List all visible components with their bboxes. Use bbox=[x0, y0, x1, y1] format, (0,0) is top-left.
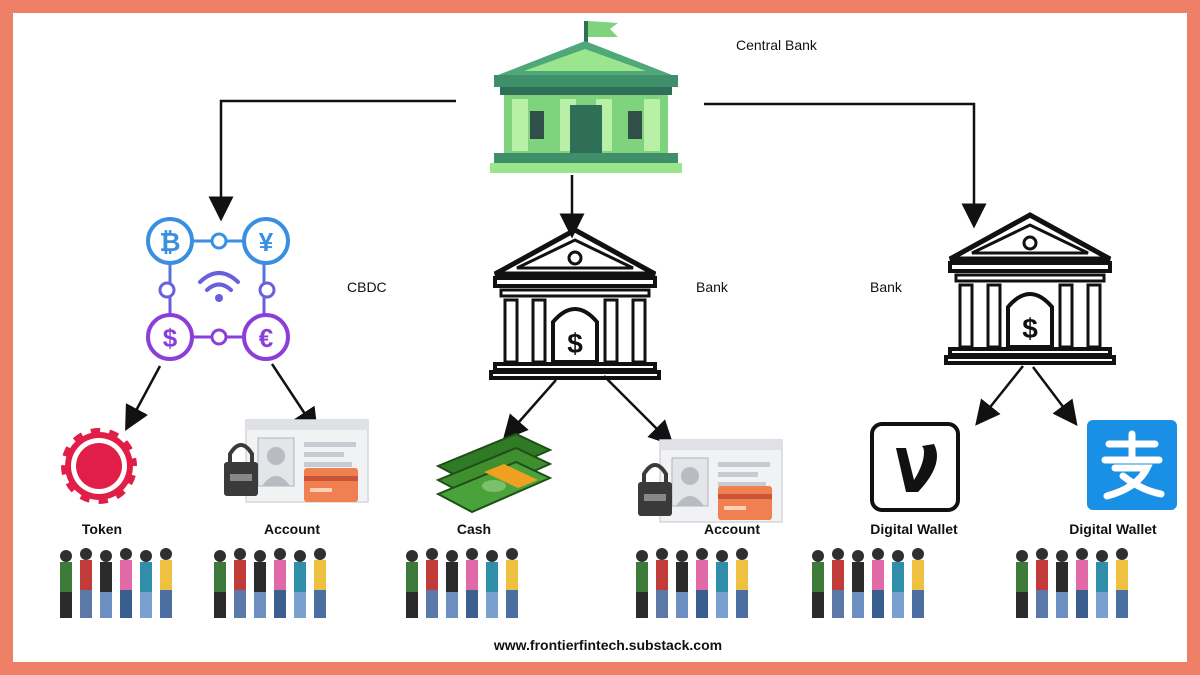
svg-text:€: € bbox=[259, 323, 273, 353]
label-cash: Cash bbox=[457, 521, 491, 537]
label-bank-right: Bank bbox=[870, 279, 903, 295]
account-id-card-icon-2 bbox=[638, 439, 783, 523]
label-bank-left: Bank bbox=[696, 279, 729, 295]
label-token: Token bbox=[82, 521, 122, 537]
people-group-icon-2 bbox=[214, 548, 326, 618]
arrow-cbdc-to-token bbox=[125, 365, 162, 432]
bank-building-icon-right bbox=[946, 215, 1114, 363]
arrow-bank-to-venmo bbox=[975, 365, 1024, 426]
arrow-bank-to-cash bbox=[502, 379, 557, 441]
svg-text:₿: ₿ bbox=[159, 227, 180, 257]
svg-text:¥: ¥ bbox=[259, 227, 274, 257]
cash-stack-icon bbox=[435, 432, 553, 514]
connectors bbox=[125, 99, 1078, 446]
label-digital-wallet-2: Digital Wallet bbox=[1069, 521, 1157, 537]
arrow-central-to-bank-right bbox=[704, 102, 987, 229]
token-chip-icon bbox=[57, 424, 141, 508]
arrow-bank-to-account bbox=[603, 375, 674, 446]
bank-building-icon-left bbox=[491, 230, 659, 378]
label-digital-wallet-1: Digital Wallet bbox=[870, 521, 958, 537]
label-central-bank: Central Bank bbox=[736, 37, 818, 53]
people-group-icon-5 bbox=[812, 548, 924, 618]
venmo-logo-icon bbox=[870, 422, 960, 512]
footer-url: www.frontierfintech.substack.com bbox=[493, 637, 722, 653]
people-group-icon-1 bbox=[60, 548, 172, 618]
people-group-icon-4 bbox=[636, 548, 748, 618]
label-cbdc: CBDC bbox=[347, 279, 387, 295]
arrow-bank-to-alipay bbox=[1032, 366, 1078, 426]
central-bank-building-icon bbox=[490, 21, 682, 173]
label-account-2: Account bbox=[704, 521, 760, 537]
cbdc-currency-network-icon: ₿ ¥ $ € bbox=[146, 217, 290, 361]
svg-text:$: $ bbox=[163, 323, 178, 353]
arrow-central-to-cbdc bbox=[208, 99, 456, 222]
alipay-logo-icon bbox=[1087, 420, 1177, 510]
label-account-1: Account bbox=[264, 521, 320, 537]
arrow-cbdc-to-account bbox=[270, 363, 318, 434]
account-id-card-icon-1 bbox=[224, 419, 369, 503]
people-group-icon-6 bbox=[1016, 548, 1128, 618]
people-group-icon-3 bbox=[406, 548, 518, 618]
